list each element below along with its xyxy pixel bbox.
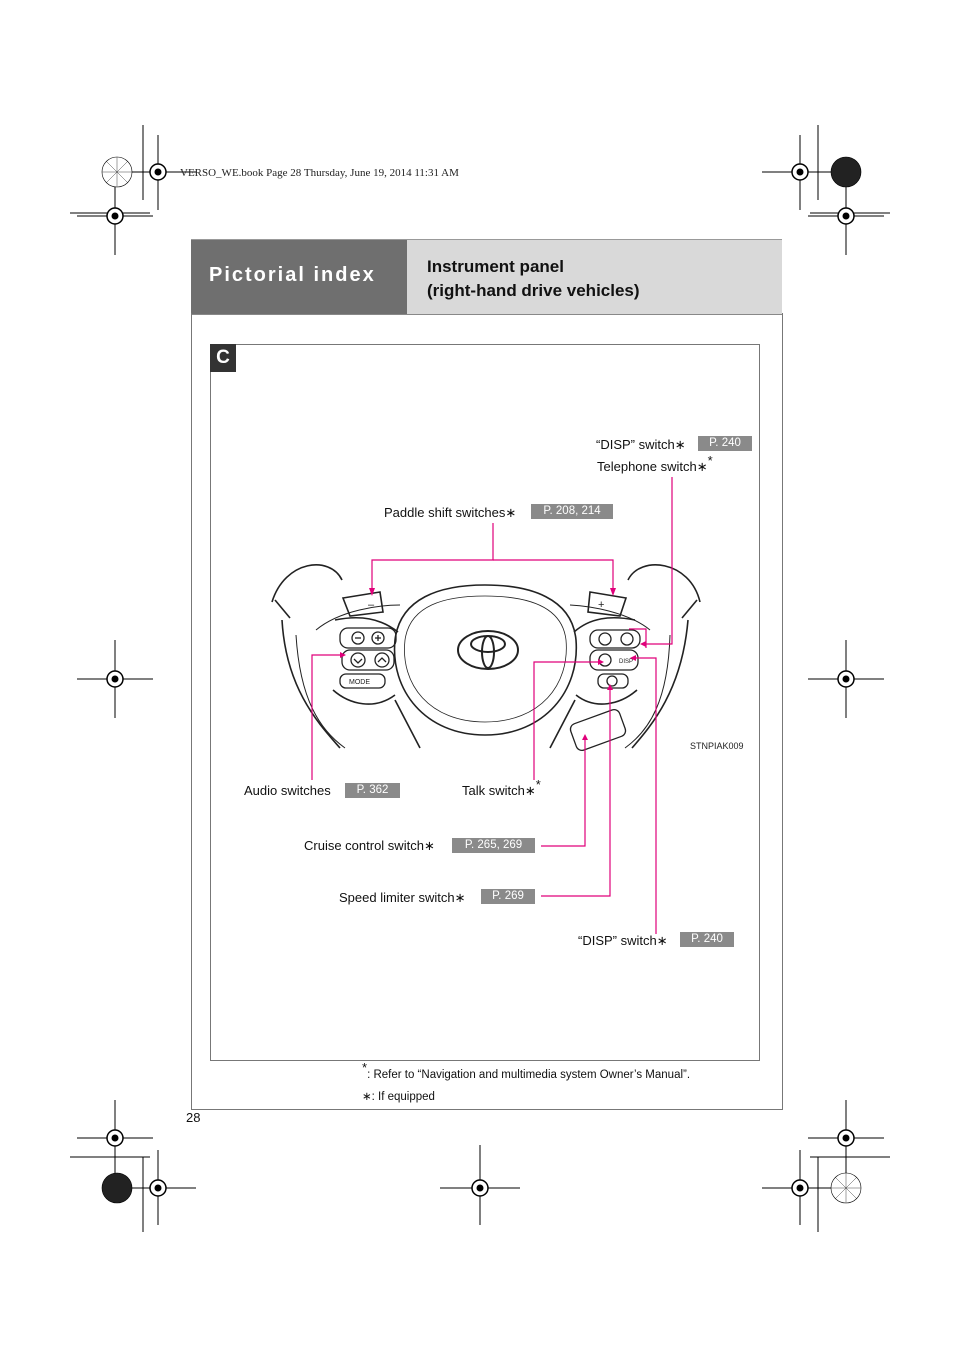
mode-mark: MODE bbox=[349, 679, 370, 686]
book-info: VERSO_WE.book Page 28 Thursday, June 19,… bbox=[180, 167, 459, 179]
audio-switches-label: Audio switches bbox=[244, 783, 331, 798]
paddle-shift-ref[interactable]: P. 208, 214 bbox=[531, 504, 613, 519]
page-title-line1: Instrument panel bbox=[427, 257, 564, 276]
paddle-shift-label: Paddle shift switches∗ bbox=[384, 505, 517, 520]
disp-switch-top-ref[interactable]: P. 240 bbox=[698, 436, 752, 451]
cruise-control-label: Cruise control switch∗ bbox=[304, 838, 435, 853]
illustration-panel bbox=[210, 344, 760, 1061]
talk-switch-label: Talk switch∗* bbox=[462, 777, 541, 798]
disp-mark: DISP bbox=[619, 659, 633, 665]
disp-switch-top-label: “DISP” switch∗ bbox=[596, 437, 686, 452]
cruise-control-ref[interactable]: P. 265, 269 bbox=[452, 838, 535, 853]
image-code: STNPIAK009 bbox=[690, 741, 744, 751]
paddle-minus-mark: – bbox=[368, 599, 375, 611]
footnote-navigation: *: Refer to “Navigation and multimedia s… bbox=[362, 1060, 691, 1081]
disp-switch-bottom-label: “DISP” switch∗ bbox=[578, 933, 668, 948]
page-header: Pictorial index Instrument panel (right-… bbox=[191, 239, 782, 315]
audio-switches-ref[interactable]: P. 362 bbox=[345, 783, 400, 798]
section-tab: Pictorial index bbox=[191, 240, 407, 314]
content-frame bbox=[191, 313, 783, 1110]
page-number: 28 bbox=[186, 1110, 201, 1125]
disp-switch-bottom-ref[interactable]: P. 240 bbox=[680, 932, 734, 947]
page-title: Instrument panel (right-hand drive vehic… bbox=[427, 255, 640, 303]
page-title-line2: (right-hand drive vehicles) bbox=[427, 281, 640, 300]
paddle-plus-mark: + bbox=[598, 599, 604, 611]
telephone-switch-label: Telephone switch∗* bbox=[597, 453, 713, 474]
section-title: Pictorial index bbox=[209, 264, 376, 286]
speed-limiter-ref[interactable]: P. 269 bbox=[481, 889, 535, 904]
speed-limiter-label: Speed limiter switch∗ bbox=[339, 890, 466, 905]
footnote-if-equipped: ∗: If equipped bbox=[362, 1091, 435, 1103]
section-letter: C bbox=[210, 344, 236, 372]
